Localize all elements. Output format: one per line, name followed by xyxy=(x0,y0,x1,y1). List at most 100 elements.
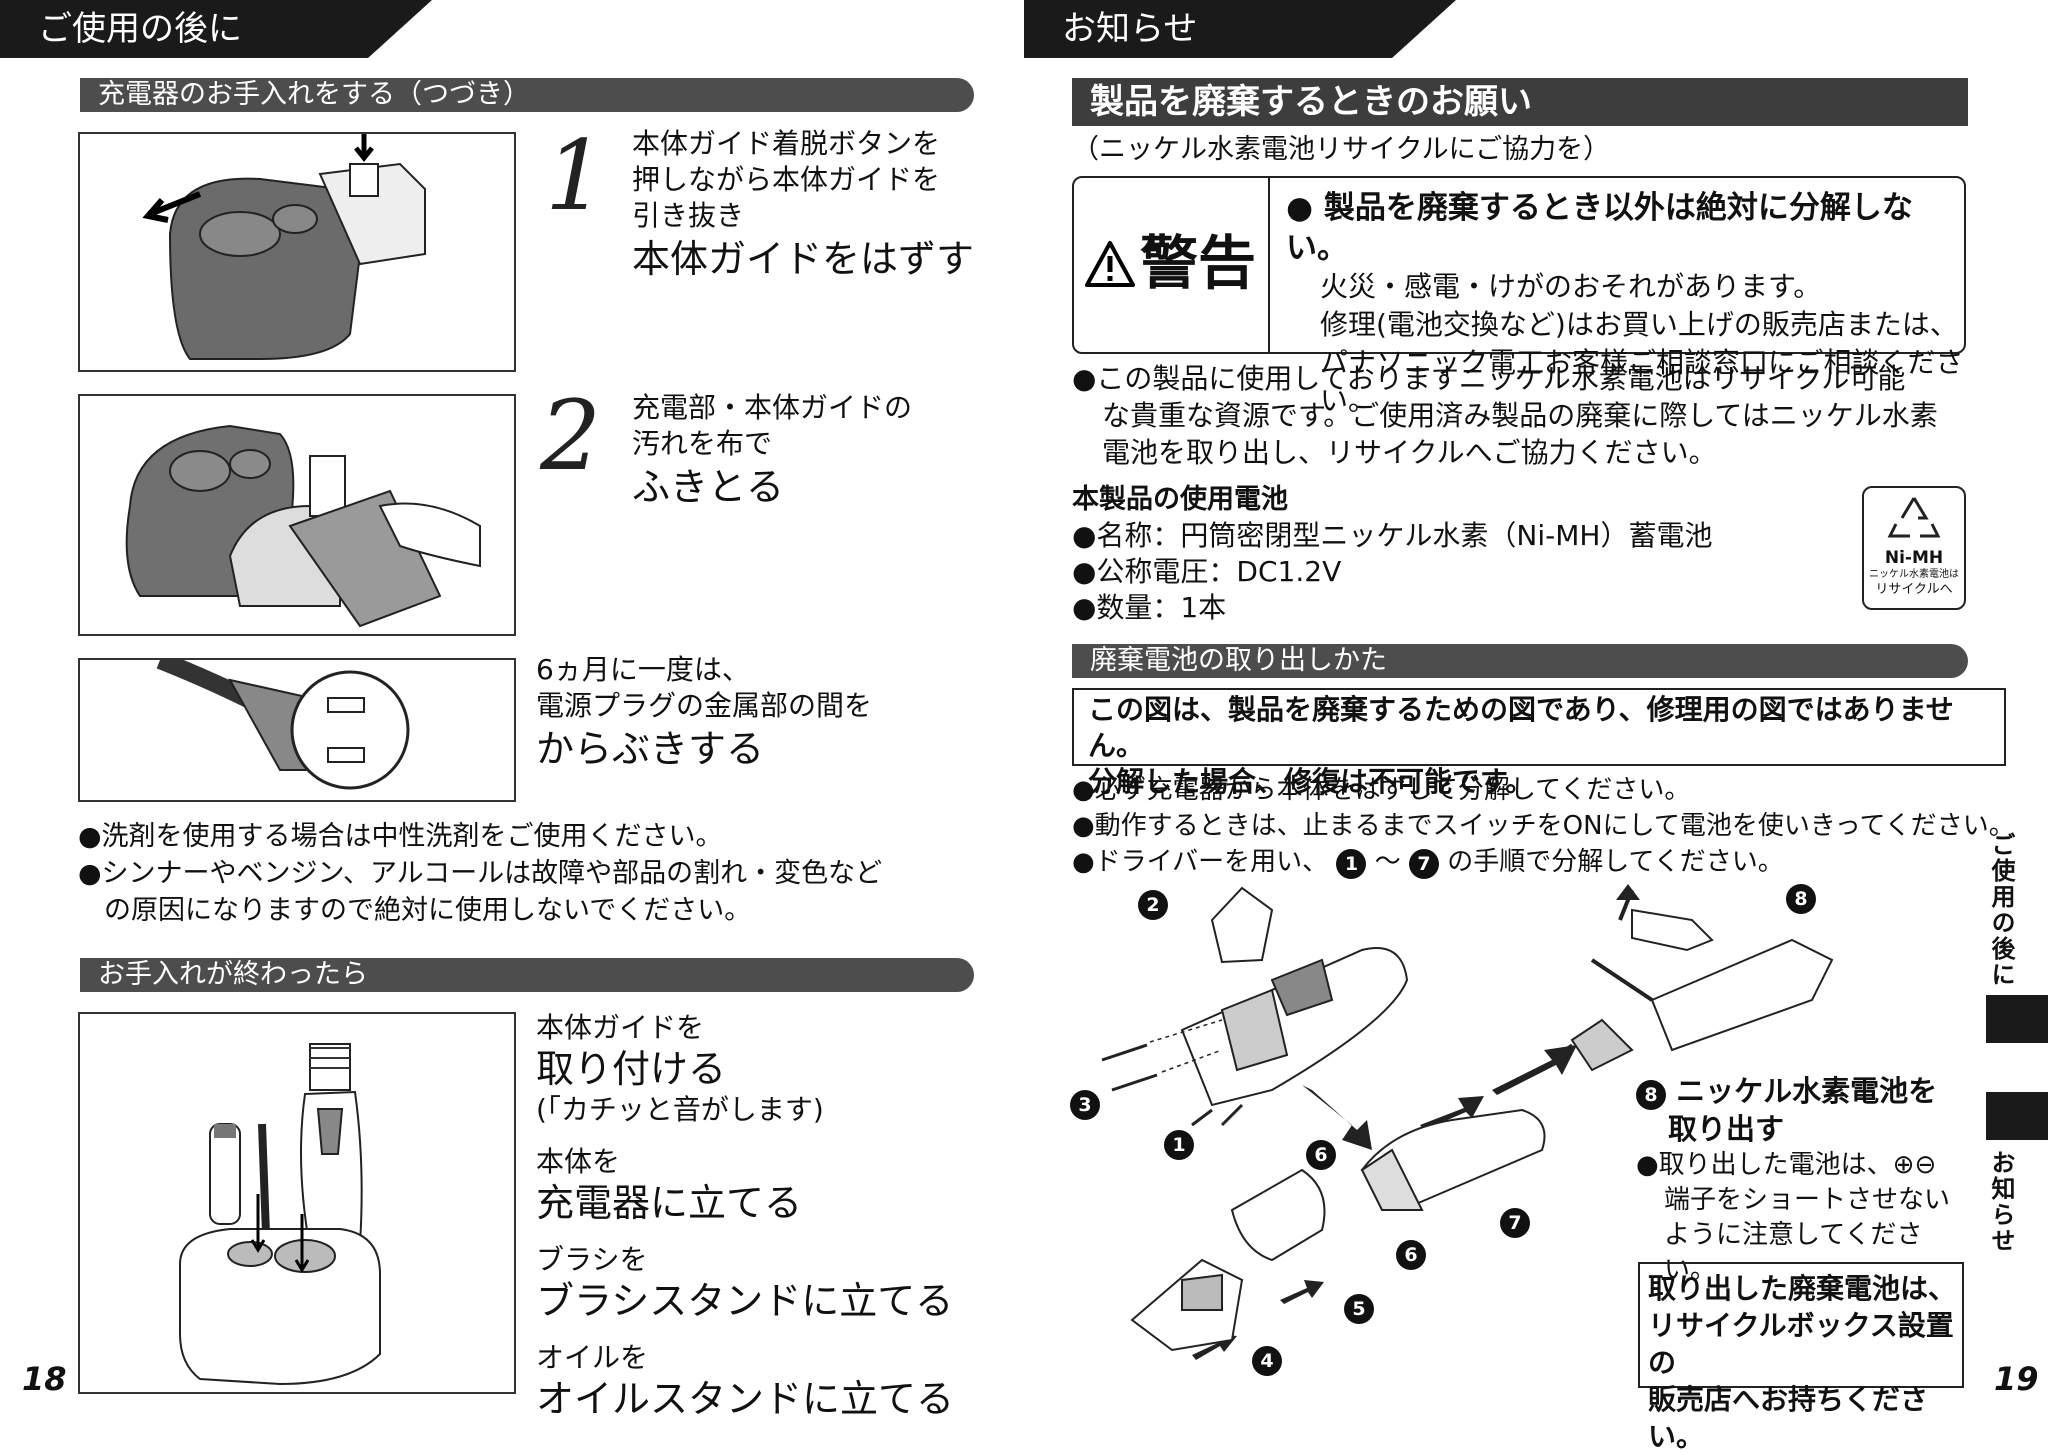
callout-step-5: 5 xyxy=(1344,1294,1374,1324)
step-3-text: 6ヵ月に一度は、 電源プラグの金属部の間を からぶきする xyxy=(536,652,872,772)
illustration-remove-guide-drawing xyxy=(142,134,426,360)
recycle-mark: Ni-MH ニッケル水素電池は リサイクルへ xyxy=(1862,486,1966,610)
disposal-line: 販売店へお持ちください。 xyxy=(1648,1383,1929,1453)
callout-step-6: 6 xyxy=(1306,1140,1336,1170)
section-title-charger-care: 充電器のお手入れをする（つづき） xyxy=(80,78,974,112)
step-3-action: からぶきする xyxy=(536,727,765,771)
step-8-title: 取り出す xyxy=(1668,1112,1785,1146)
after-step-extra: (｢カチッと音がします) xyxy=(536,1093,824,1126)
step-8-note-line: ように注意してください。 xyxy=(1664,1220,1923,1285)
section-title-battery-removal: 廃棄電池の取り出しかた xyxy=(1072,644,1968,678)
step-2-line: 充電部・本体ガイドの xyxy=(632,391,913,424)
illustration-storage-drawing xyxy=(179,1043,381,1386)
warning-title: ● 製品を廃棄するとき以外は絶対に分解しない。 xyxy=(1286,190,1913,266)
step-1-action: 本体ガイドをはずす xyxy=(632,237,975,281)
disposal-line: リサイクルボックス設置の xyxy=(1648,1309,1954,1379)
callout-step-3: 3 xyxy=(1070,1090,1100,1120)
after-step-small: ブラシを xyxy=(536,1243,648,1276)
section-title-after-care: お手入れが終わったら xyxy=(80,958,974,992)
note-line: ●洗剤を使用する場合は中性洗剤をご使用ください。 xyxy=(78,821,723,852)
instruction-line: ●動作するときは、止まるまでスイッチをONにして電池を使いきってください。 xyxy=(1072,811,2015,841)
warning-label: 警告 xyxy=(1140,229,1257,297)
step-2-line: 汚れを布で xyxy=(632,427,773,460)
callout-step-1: 1 xyxy=(1164,1130,1194,1160)
step-3-line: 6ヵ月に一度は、 xyxy=(536,653,750,686)
warning-line: 火災・感電・けがのおそれがあります。 xyxy=(1320,270,1822,303)
battery-spec: ●数量：1本 xyxy=(1072,591,1227,624)
instruction-text: ●ドライバーを用い、 xyxy=(1072,847,1329,877)
callout-step-7: 7 xyxy=(1500,1208,1530,1238)
step-1-text: 本体ガイド着脱ボタンを 押しながら本体ガイドを 引き抜き 本体ガイドをはずす xyxy=(632,126,974,282)
right-page-tab: お知らせ xyxy=(1024,0,1456,58)
recycle-text: ニッケル水素電池は xyxy=(1869,569,1959,580)
step-1-line: 引き抜き xyxy=(632,199,745,232)
step-3-line: 電源プラグの金属部の間を xyxy=(536,689,873,722)
page-heading: 製品を廃棄するときのお願い xyxy=(1072,78,1968,126)
warning-lines: 火災・感電・けがのおそれがあります。 修理(電池交換など)はお買い上げの販売店ま… xyxy=(1286,268,1964,420)
warning-line: パナソニック電工お客様ご相談窓口にご相談ください。 xyxy=(1320,346,1964,417)
disposal-line: 取り出した廃棄電池は、 xyxy=(1648,1272,1957,1305)
warning-label-cell: 警告 xyxy=(1074,178,1270,352)
recycle-text: リサイクルへ xyxy=(1875,582,1953,597)
step-badge: 1 xyxy=(1336,849,1367,879)
side-index-marker xyxy=(1986,995,2048,1043)
note-line: の原因になりますので絶対に使用しないでください。 xyxy=(104,895,752,926)
after-step-big: 取り付ける xyxy=(536,1047,727,1091)
warning-line: 修理(電池交換など)はお買い上げの販売店または、 xyxy=(1320,308,1958,341)
page-subheading: （ニッケル水素電池リサイクルにご協力を） xyxy=(1072,134,1611,165)
instruction-line: ●ドライバーを用い、 1 ～ 7 の手順で分解してください。 xyxy=(1072,844,2015,880)
repair-notice-line: この図は、製品を廃棄するための図であり、修理用の図ではありません。 xyxy=(1088,693,1954,762)
step-2-action: ふきとる xyxy=(632,465,785,509)
illustration-wipe-plug xyxy=(78,651,516,802)
side-index-label: お知らせ xyxy=(1987,1150,2015,1254)
step-2-number: 2 xyxy=(540,380,602,492)
illustration-storage xyxy=(78,1012,516,1394)
instruction-text: の手順で分解してください。 xyxy=(1447,847,1784,877)
step-8-text: 8 ニッケル水素電池を 取り出す ●取り出した電池は、⊕⊖ 端子をショートさせな… xyxy=(1636,1072,1966,1288)
step-8-title: ニッケル水素電池を xyxy=(1676,1074,1938,1108)
recycle-note-line: ●この製品に使用しておりますニッケル水素電池はリサイクル可能 xyxy=(1072,362,1906,395)
step-8-badge: 8 xyxy=(1636,1080,1666,1110)
warning-triangle-icon xyxy=(1085,241,1135,287)
illustration-wipe-plug-drawing xyxy=(156,651,410,790)
after-step-small: 本体を xyxy=(536,1145,621,1178)
disassembly-instructions: ●必ず充電器から本体をはずして分解してください。 ●動作するときは、止まるまでス… xyxy=(1072,772,2015,880)
step-8-note-line: 端子をショートさせない xyxy=(1664,1185,1951,1215)
illustration-wipe-charger xyxy=(78,394,516,636)
repair-notice: この図は、製品を廃棄するための図であり、修理用の図ではありません。 分解した場合… xyxy=(1072,688,2006,798)
battery-specs: ●名称：円筒密閉型ニッケル水素（Ni-MH）蓄電池 ●公称電圧：DC1.2V ●… xyxy=(1072,518,1712,626)
battery-heading: 本製品の使用電池 xyxy=(1072,484,1288,515)
after-care-steps: 本体ガイドを 取り付ける (｢カチッと音がします) 本体を 充電器に立てる ブラ… xyxy=(536,1010,996,1422)
side-index-label: ご使用の後に xyxy=(1987,832,2015,988)
repair-notice-line: 分解した場合、修復は不可能です。 xyxy=(1088,765,1534,798)
warning-box: 警告 ● 製品を廃棄するとき以外は絶対に分解しない。 火災・感電・けがのおそれが… xyxy=(1072,176,1966,417)
after-step-small: 本体ガイドを xyxy=(536,1011,705,1044)
after-step-small: オイルを xyxy=(536,1341,649,1374)
callout-step-8: 8 xyxy=(1786,884,1816,914)
disposal-box: 取り出した廃棄電池は、 リサイクルボックス設置の 販売店へお持ちください。 xyxy=(1638,1262,1964,1453)
callout-step-2: 2 xyxy=(1138,890,1168,920)
battery-spec: ●名称：円筒密閉型ニッケル水素（Ni-MH）蓄電池 xyxy=(1072,519,1713,552)
step-8-note-line: ●取り出した電池は、⊕⊖ xyxy=(1636,1150,1937,1180)
step-1-number: 1 xyxy=(545,120,607,232)
after-step-big: ブラシスタンドに立てる xyxy=(536,1279,954,1323)
after-step-big: オイルスタンドに立てる xyxy=(536,1377,955,1421)
recycle-note-line: 電池を取り出し、リサイクルへご協力ください。 xyxy=(1102,436,1717,469)
illustration-wipe-charger-drawing xyxy=(125,424,481,628)
disassembly-diagram xyxy=(1101,884,1834,1360)
callout-step-6b: 6 xyxy=(1396,1240,1426,1270)
note-line: ●シンナーやベンジン、アルコールは故障や部品の割れ・変色など xyxy=(78,858,883,889)
after-step-big: 充電器に立てる xyxy=(536,1181,803,1225)
cleaning-notes: ●洗剤を使用する場合は中性洗剤をご使用ください。 ●シンナーやベンジン、アルコー… xyxy=(78,818,882,929)
side-index-marker xyxy=(1986,1092,2048,1140)
recycle-code: Ni-MH xyxy=(1884,548,1944,568)
illustration-remove-guide xyxy=(78,132,516,372)
recycle-note-line: な貴重な資源です。ご使用済み製品の廃棄に際してはニッケル水素 xyxy=(1102,399,1938,432)
step-2-text: 充電部・本体ガイドの 汚れを布で ふきとる xyxy=(632,390,912,510)
step-1-line: 押しながら本体ガイドを xyxy=(632,163,941,196)
callout-step-4: 4 xyxy=(1252,1346,1282,1376)
warning-content: ● 製品を廃棄するとき以外は絶対に分解しない。 火災・感電・けがのおそれがありま… xyxy=(1286,188,1964,420)
battery-spec: ●公称電圧：DC1.2V xyxy=(1072,555,1342,588)
recycle-note: ●この製品に使用しておりますニッケル水素電池はリサイクル可能 な貴重な資源です。… xyxy=(1072,360,1938,471)
left-page-tab: ご使用の後に xyxy=(0,0,432,58)
